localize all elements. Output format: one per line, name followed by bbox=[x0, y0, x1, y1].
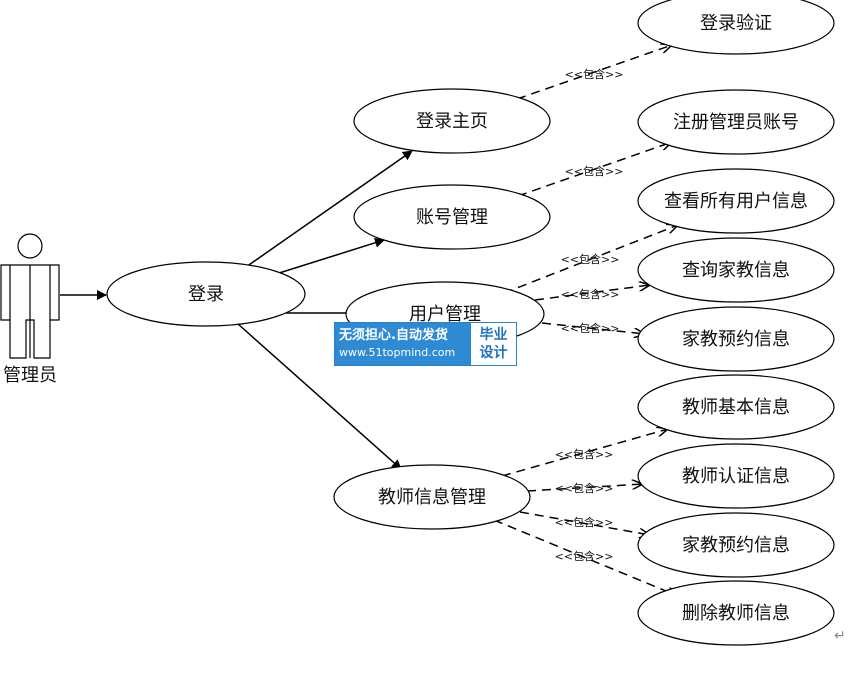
use-case-label: 查看所有用户信息 bbox=[664, 191, 808, 212]
use-case-label: 教师基本信息 bbox=[682, 397, 790, 418]
include-label: <<包含>> bbox=[555, 481, 614, 495]
use-case-label: 教师认证信息 bbox=[682, 466, 790, 487]
include-labels: <<包含>> <<包含>> <<包含>> <<包含>> <<包含>> <<包含>… bbox=[555, 67, 624, 563]
include-user-query bbox=[534, 285, 650, 301]
use-case-label: 教师信息管理 bbox=[378, 487, 486, 508]
use-case-account-mgmt: 账号管理 bbox=[353, 184, 551, 250]
use-cases: 登录 登录主页 账号管理 用户管理 教师信息管理 登录验证 注册管理员账号 查 bbox=[106, 0, 835, 646]
include-account-register bbox=[517, 142, 672, 197]
use-case-teacher-mgmt: 教师信息管理 bbox=[333, 464, 531, 530]
assoc-login-home bbox=[245, 150, 413, 268]
use-case-login-verify: 登录验证 bbox=[637, 0, 835, 55]
watermark-left: 无须担心.自动发货 www.51topmind.com bbox=[335, 323, 471, 365]
use-case-teacher-cert: 教师认证信息 bbox=[637, 443, 835, 509]
use-case-label: 删除教师信息 bbox=[682, 603, 790, 624]
include-user-viewall bbox=[503, 225, 678, 294]
include-label: <<包含>> bbox=[561, 252, 620, 266]
include-user-booking bbox=[541, 322, 645, 334]
include-teacher-delete bbox=[493, 519, 678, 596]
use-case-register-admin: 注册管理员账号 bbox=[637, 89, 835, 155]
use-case-label: 家教预约信息 bbox=[682, 329, 790, 350]
include-label: <<包含>> bbox=[561, 287, 620, 301]
use-case-teacher-basic: 教师基本信息 bbox=[637, 374, 835, 440]
use-case-label: 查询家教信息 bbox=[682, 260, 790, 281]
actor-label: 管理员 bbox=[3, 365, 57, 386]
use-case-query-tutor: 查询家教信息 bbox=[637, 237, 835, 303]
use-case-label: 登录验证 bbox=[700, 13, 772, 34]
use-case-login: 登录 bbox=[106, 261, 306, 327]
include-label: <<包含>> bbox=[561, 321, 620, 335]
use-case-label: 账号管理 bbox=[416, 207, 488, 228]
include-label: <<包含>> bbox=[565, 164, 624, 178]
use-case-label: 登录主页 bbox=[416, 111, 488, 132]
use-case-tutor-booking-1: 家教预约信息 bbox=[637, 306, 835, 372]
use-case-view-all-users: 查看所有用户信息 bbox=[637, 168, 835, 234]
watermark-right-line1: 毕业 bbox=[479, 327, 508, 343]
watermark-overlay: 无须担心.自动发货 www.51topmind.com 毕业 设计 bbox=[334, 322, 517, 366]
use-case-login-home: 登录主页 bbox=[353, 88, 551, 154]
paragraph-mark-icon: ↵ bbox=[834, 628, 846, 644]
use-case-label: 登录 bbox=[188, 284, 224, 305]
include-label: <<包含>> bbox=[555, 447, 614, 461]
assoc-login-teacher bbox=[237, 323, 402, 470]
actor-admin: 管理员 bbox=[0, 233, 60, 386]
use-case-label: 用户管理 bbox=[409, 304, 481, 325]
include-teacher-cert bbox=[526, 484, 643, 492]
include-teacher-basic bbox=[501, 429, 668, 477]
use-case-tutor-booking-2: 家教预约信息 bbox=[637, 512, 835, 578]
include-label: <<包含>> bbox=[555, 515, 614, 529]
include-teacher-booking bbox=[519, 511, 650, 535]
associations bbox=[60, 150, 413, 470]
include-relations bbox=[493, 45, 678, 596]
watermark-url: www.51topmind.com bbox=[339, 346, 456, 359]
use-case-delete-teacher: 删除教师信息 bbox=[637, 580, 835, 646]
actor-head bbox=[17, 233, 43, 259]
watermark-right: 毕业 设计 bbox=[471, 323, 516, 365]
watermark-right-line2: 设计 bbox=[479, 345, 508, 361]
watermark-slogan: 无须担心.自动发货 bbox=[339, 328, 448, 343]
include-home-verify bbox=[516, 45, 672, 100]
assoc-login-account bbox=[275, 237, 385, 275]
use-case-label: 家教预约信息 bbox=[682, 535, 790, 556]
include-label: <<包含>> bbox=[565, 67, 624, 81]
include-label: <<包含>> bbox=[555, 549, 614, 563]
use-case-label: 注册管理员账号 bbox=[673, 112, 799, 133]
